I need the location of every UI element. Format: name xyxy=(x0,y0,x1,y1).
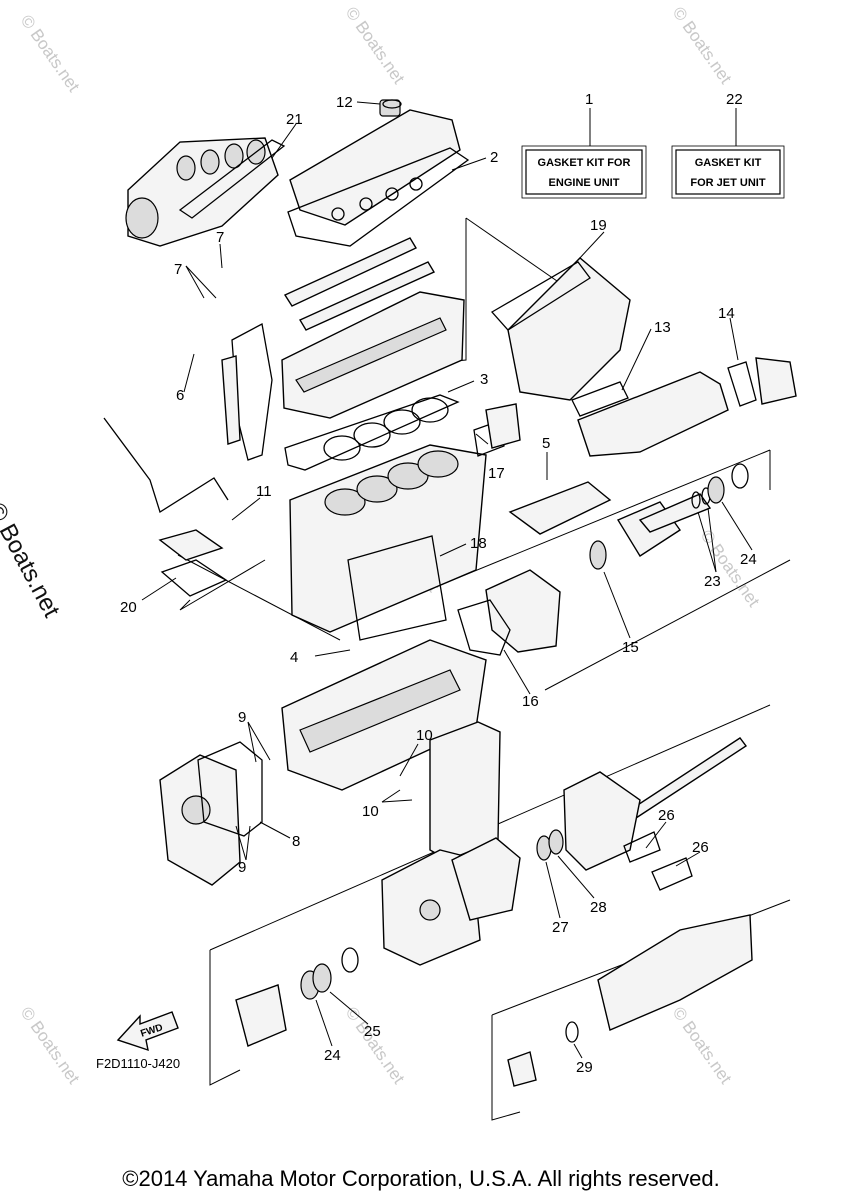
callout-10: 10 xyxy=(362,803,379,820)
timing-chain xyxy=(221,323,273,461)
callout-4: 4 xyxy=(290,649,298,666)
watermark: © Boats.net xyxy=(17,1003,84,1087)
watermark: © Boats.net xyxy=(342,3,409,87)
fwd-arrow: FWD xyxy=(116,1011,179,1052)
callout-16: 16 xyxy=(522,693,539,710)
breather-plate xyxy=(158,529,224,561)
cylinder-block xyxy=(289,444,487,633)
callout-14: 14 xyxy=(718,305,735,322)
callout-29: 29 xyxy=(576,1059,593,1076)
oil-dipstick xyxy=(103,417,229,514)
callout-12: 12 xyxy=(336,94,353,111)
callout-26: 26 xyxy=(692,839,709,856)
intermediate-housing xyxy=(563,771,641,871)
callout-21: 21 xyxy=(286,111,303,128)
breather-gasket-20 xyxy=(160,559,228,597)
callout-6: 6 xyxy=(176,387,184,404)
oring-29 xyxy=(565,1021,579,1043)
magneto-cover xyxy=(485,569,561,653)
callout-27: 27 xyxy=(552,919,569,936)
exhaust-gasket-13 xyxy=(571,381,629,417)
callout-2: 2 xyxy=(490,149,498,166)
impeller-housing xyxy=(381,849,481,966)
oil-seal-24 xyxy=(707,463,749,504)
kit-jet-line2: FOR JET UNIT xyxy=(690,177,765,189)
callout-28: 28 xyxy=(590,899,607,916)
kit-engine-line2: ENGINE UNIT xyxy=(549,177,620,189)
callout-10: 10 xyxy=(416,727,433,744)
callout-9: 9 xyxy=(238,709,246,726)
exhaust-joint-14 xyxy=(727,357,797,407)
end-cap xyxy=(507,1051,537,1087)
oil-seal-15 xyxy=(589,540,607,570)
gasket-intake-manifold xyxy=(178,139,286,219)
leader-lines xyxy=(141,101,753,1059)
crankcase-gasket-18 xyxy=(347,535,447,641)
watermark: © Boats.net xyxy=(669,3,736,87)
callout-1: 1 xyxy=(585,91,593,108)
callout-24: 24 xyxy=(324,1047,341,1064)
callout-9: 9 xyxy=(238,859,246,876)
callout-24: 24 xyxy=(740,551,757,568)
head-cover-gasket xyxy=(287,147,470,247)
oring-12 xyxy=(382,99,402,109)
callout-5: 5 xyxy=(542,435,550,452)
cylinder-head-cover xyxy=(289,99,461,226)
jacket-cover-5 xyxy=(508,481,612,535)
callout-8: 8 xyxy=(292,833,300,850)
cylinder-head xyxy=(281,291,465,419)
callout-3: 3 xyxy=(480,371,488,388)
oil-pump-housing xyxy=(429,721,501,861)
bearing-housing xyxy=(235,947,359,1047)
kit-engine-line1: GASKET KIT FOR xyxy=(538,157,631,169)
callout-22: 22 xyxy=(726,91,743,108)
callout-15: 15 xyxy=(622,639,639,656)
watermark: © Boats.net xyxy=(342,1003,409,1087)
cover-gasket-8 xyxy=(197,741,263,837)
impeller xyxy=(451,837,521,921)
gasket-kit-engine-box: GASKET KIT FOR ENGINE UNIT 1 xyxy=(521,91,647,199)
callout-19: 19 xyxy=(590,217,607,234)
oil-pump-cover xyxy=(159,754,241,886)
camshafts xyxy=(283,237,436,331)
cylinder-head-gasket xyxy=(284,394,460,471)
callout-7: 7 xyxy=(174,261,182,278)
exhaust-manifold-gasket-19 xyxy=(490,261,591,331)
exhaust-manifold xyxy=(507,257,631,401)
callout-18: 18 xyxy=(470,535,487,552)
seals-27-28 xyxy=(536,829,564,861)
gasket-kit-jet-box: GASKET KIT FOR JET UNIT 22 xyxy=(671,91,785,199)
exhaust-pipe xyxy=(577,371,729,457)
diagram-code: F2D1110-J420 xyxy=(96,1056,181,1071)
kit-jet-line1: GASKET KIT xyxy=(695,157,762,169)
intake-manifold xyxy=(125,137,279,247)
callout-numbers: 12 21 2 7 7 19 13 14 6 3 5 17 11 18 24 2… xyxy=(120,94,757,1076)
callout-23: 23 xyxy=(704,573,721,590)
callout-17: 17 xyxy=(488,465,505,482)
drive-shaft xyxy=(628,737,748,819)
watermark: © Boats.net xyxy=(697,526,764,610)
callout-7: 7 xyxy=(216,229,224,246)
watermark: © Boats.net xyxy=(669,1003,736,1087)
gaskets-26 xyxy=(623,831,693,891)
callout-11: 11 xyxy=(256,483,272,500)
callout-25: 25 xyxy=(364,1023,381,1040)
copyright-notice: ©2014 Yamaha Motor Corporation, U.S.A. A… xyxy=(122,1166,720,1191)
callout-13: 13 xyxy=(654,319,671,336)
watermark: © Boats.net xyxy=(17,11,84,95)
callout-20: 20 xyxy=(120,599,137,616)
callout-26: 26 xyxy=(658,807,675,824)
gasket-17 xyxy=(473,403,521,457)
cover-gasket-16 xyxy=(457,599,511,656)
output-coupling xyxy=(616,493,712,557)
jet-nozzle xyxy=(597,914,753,1031)
